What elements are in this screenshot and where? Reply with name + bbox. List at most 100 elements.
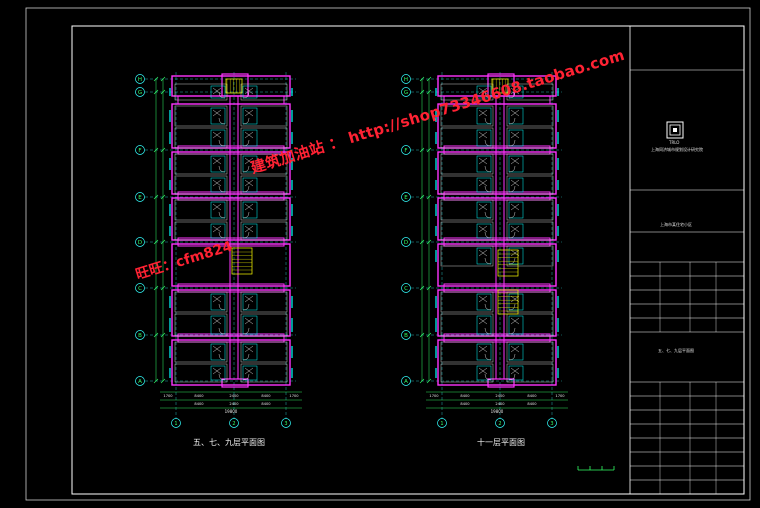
- axis-bubble-D: [401, 237, 411, 247]
- bathroom: [476, 177, 492, 193]
- door-swing: [218, 91, 226, 99]
- bathroom: [476, 129, 492, 147]
- dim-tick: [160, 378, 166, 384]
- dim-value: 1700: [289, 394, 299, 398]
- door-swing: [484, 117, 492, 125]
- fixture: [212, 317, 222, 325]
- dim-tick: [160, 147, 166, 153]
- axis-label-D: D: [138, 240, 142, 246]
- door-swing: [218, 139, 226, 147]
- axis-bubble-A: [401, 376, 411, 386]
- room: [506, 175, 554, 195]
- room: [506, 245, 554, 267]
- axis-bubble-B: [135, 330, 145, 340]
- dim-value: 1700: [429, 394, 439, 398]
- door-swing: [484, 327, 492, 335]
- room: [506, 341, 554, 363]
- bathroom: [210, 365, 226, 381]
- fixture: [510, 203, 520, 211]
- dim-tick: [160, 76, 166, 82]
- dim-total: 19800: [225, 409, 238, 414]
- room: [240, 291, 288, 313]
- room: [440, 363, 494, 383]
- room: [174, 341, 228, 363]
- wall-joint: [443, 333, 551, 343]
- fixture: [510, 317, 520, 325]
- logo-caption: TRLO: [669, 140, 680, 145]
- fixture: [212, 225, 222, 233]
- bathroom: [210, 155, 226, 173]
- stair-core-wall: [221, 73, 249, 97]
- door-swing: [242, 303, 250, 311]
- col-label-1: 1: [440, 421, 443, 427]
- wall-bay-3: [437, 197, 557, 241]
- room: [440, 127, 494, 149]
- col-bubble-2: [229, 418, 239, 428]
- dim-value: 1700: [163, 394, 173, 398]
- fixture: [212, 345, 222, 353]
- dim-tick: [153, 194, 159, 200]
- dim-tick: [419, 76, 425, 82]
- fixture: [478, 295, 488, 303]
- bathroom: [242, 201, 258, 219]
- fixture: [244, 367, 254, 375]
- bathroom: [210, 129, 226, 147]
- bathroom: [210, 107, 226, 125]
- wall-bay-2: [437, 151, 557, 195]
- company-name: 上海同济城市规划设计研究院: [651, 147, 703, 152]
- dim-tick: [419, 194, 425, 200]
- axis-bubble-C: [135, 283, 145, 293]
- dim-value: 8400: [527, 394, 537, 398]
- room: [174, 221, 228, 241]
- dim-tick: [426, 285, 432, 291]
- door-swing: [218, 327, 226, 335]
- door-swing: [218, 373, 226, 381]
- dim-value: 8400: [460, 394, 470, 398]
- bathroom: [242, 343, 258, 361]
- room: [240, 363, 288, 383]
- fixture: [478, 109, 488, 117]
- dim-tick: [426, 147, 432, 153]
- bathroom: [476, 155, 492, 173]
- axis-bubble-F: [135, 145, 145, 155]
- room: [506, 127, 554, 149]
- room: [240, 105, 288, 127]
- col-label-3: 3: [284, 421, 287, 427]
- dim-tick: [160, 89, 166, 95]
- drawing-name: 五、七、九层平面图: [658, 348, 694, 353]
- fixture: [478, 203, 488, 211]
- room: [240, 313, 288, 337]
- wall-joint: [443, 283, 551, 293]
- dim-tick: [419, 378, 425, 384]
- room: [506, 363, 554, 383]
- inner-frame: [71, 25, 745, 495]
- axis-bubble-B: [401, 330, 411, 340]
- fixture: [510, 225, 520, 233]
- bathroom: [476, 107, 492, 125]
- entry-wall: [487, 378, 515, 388]
- stair-core: [497, 249, 519, 277]
- dim-tick: [160, 239, 166, 245]
- room: [440, 153, 494, 175]
- dim-tick: [419, 332, 425, 338]
- room: [440, 221, 494, 241]
- col-bubble-1: [171, 418, 181, 428]
- axis-label-G: G: [138, 90, 142, 96]
- project-name: 上海市某住宅小区: [660, 222, 692, 227]
- room: [506, 291, 554, 313]
- wall-bay-3: [171, 197, 291, 241]
- fixture: [244, 179, 254, 187]
- fixture: [510, 87, 520, 95]
- dim-mid-value: 8400: [194, 402, 204, 406]
- entry-wall: [221, 378, 249, 388]
- room: [240, 83, 288, 101]
- bathroom: [242, 177, 258, 193]
- axis-label-G: G: [404, 90, 408, 96]
- bathroom: [242, 129, 258, 147]
- room: [174, 153, 228, 175]
- fixture: [212, 87, 222, 95]
- bathroom: [242, 85, 258, 99]
- room: [174, 105, 228, 127]
- dim-tick: [426, 239, 432, 245]
